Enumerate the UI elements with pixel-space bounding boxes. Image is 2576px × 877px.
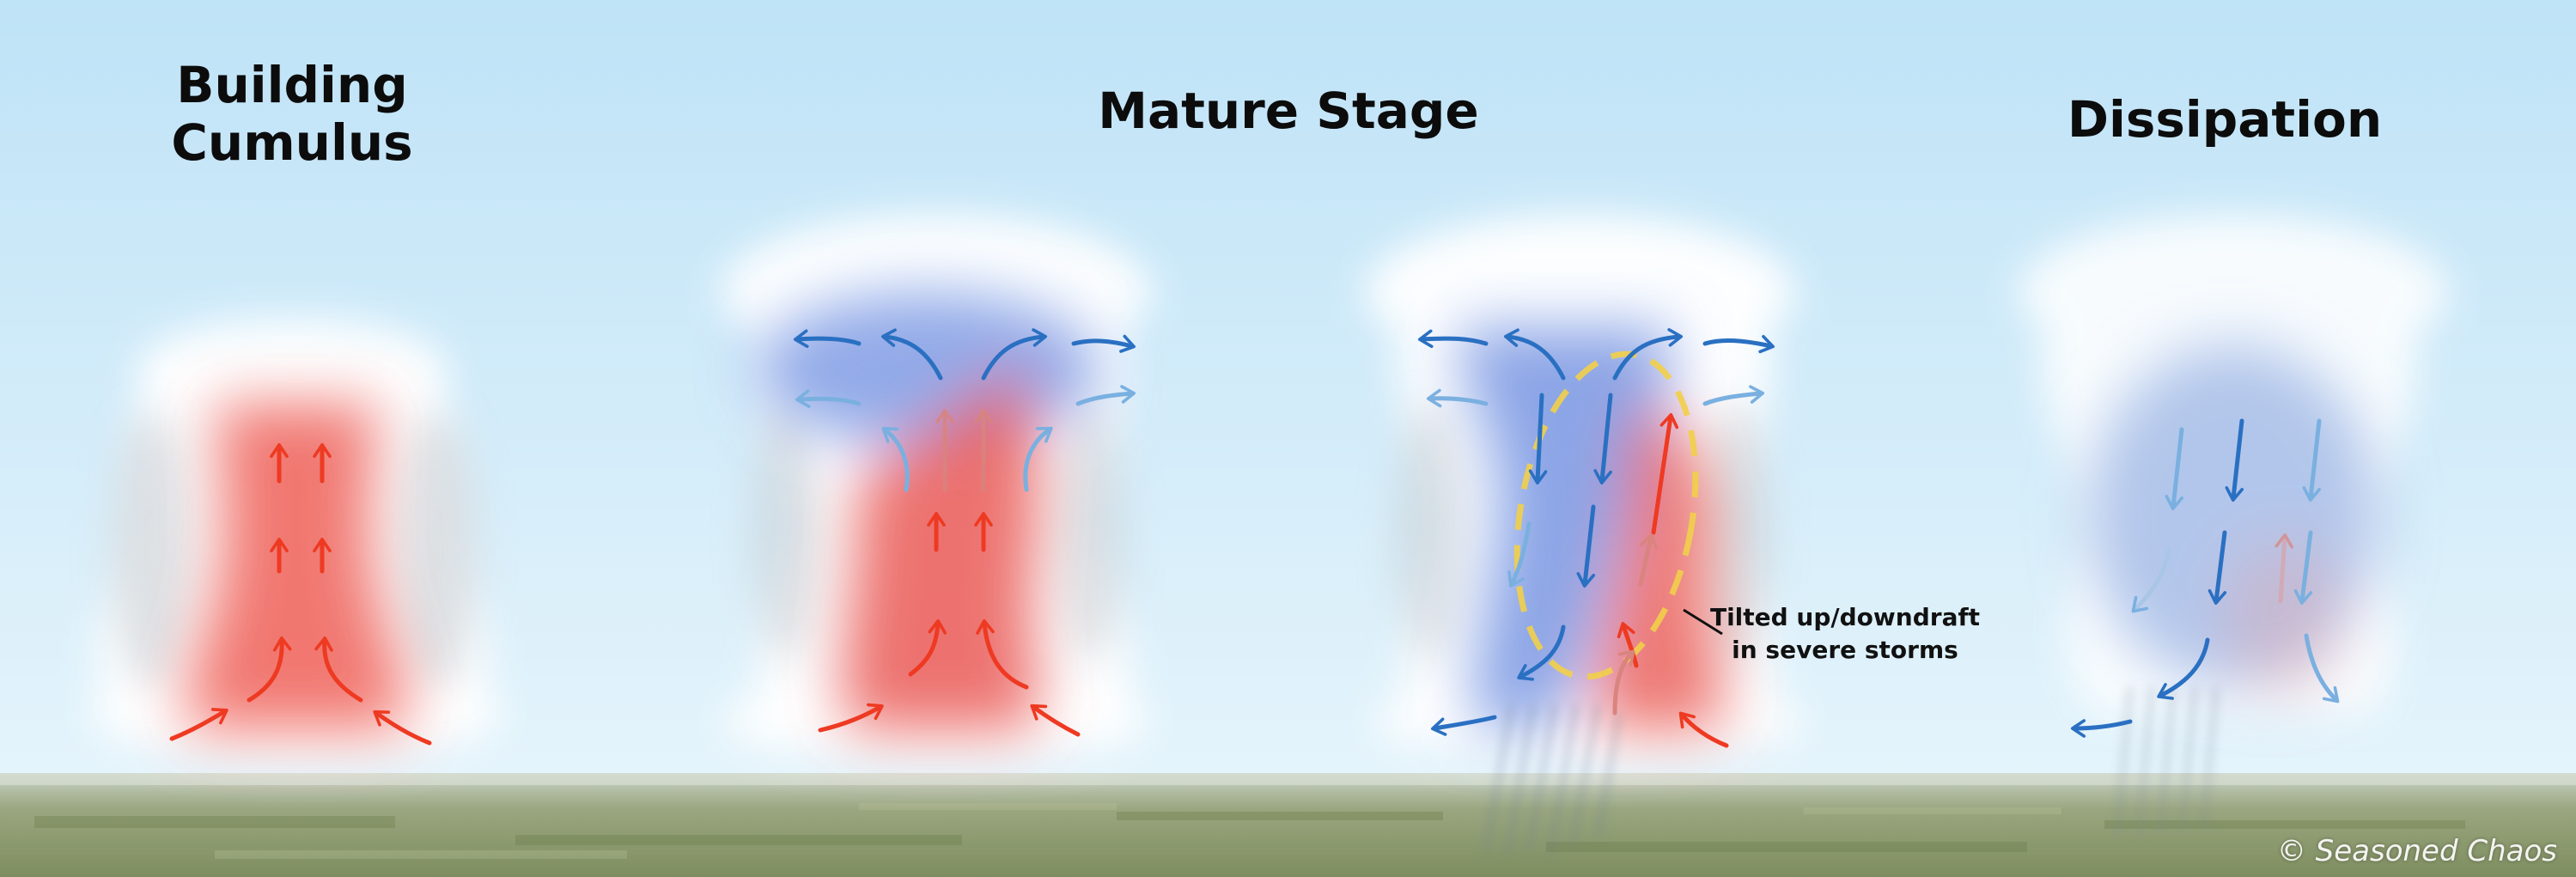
downdraft-core [756,292,1099,447]
updraft-arrow-icon [2275,533,2294,604]
updraft-arrow-icon [1651,412,1679,535]
rain-shaft-icon [2116,686,2218,838]
updraft-core [1595,404,1724,730]
tilt-annotation-line-2: in severe storms [1732,635,1958,664]
downdraft-arrow-icon [1071,334,1136,353]
updraft-arrow-icon [1678,711,1729,748]
downdraft-arrow-icon [981,328,1048,381]
updraft-arrow-icon [818,703,884,733]
title-mature-stage: Mature Stage [1098,82,1479,140]
downdraft-arrow-icon [2293,530,2313,606]
updraft-arrow-icon [169,708,228,741]
tilt-annotation-line-1: Tilted up/downdraft [1709,603,1981,631]
annotation-leader [1683,608,1723,636]
downdraft-arrow-icon [2225,418,2244,502]
downdraft-arrow-icon [1503,328,1566,381]
updraft-arrow-icon [908,618,947,677]
updraft-arrow-icon [976,618,1029,690]
updraft-core [843,369,1038,730]
title-building-line-1: Building [176,56,408,114]
downdraft-arrow-icon [793,329,862,349]
cloud-dissipation [2019,215,2448,838]
updraft-arrow-icon [314,636,363,703]
downdraft-arrow-icon [1517,624,1566,681]
downdraft-arrow-icon [2304,633,2340,703]
downdraft-arrow-icon [1576,504,1596,588]
downdraft-arrow-icon [2131,547,2171,613]
downdraft-arrow-icon [1507,521,1532,588]
downdraft-arrow-icon [2157,637,2210,700]
downdraft-arrow-icon [1426,388,1489,408]
downdraft-arrow-icon [2070,719,2133,738]
outflow-arrows [793,328,1136,492]
title-building-line-2: Cumulus [171,113,413,172]
credit-watermark: © Seasoned Chaos [2276,834,2557,868]
cloud-mature-tilted [1366,215,1804,856]
downdraft-arrow-icon [2208,530,2227,606]
downdraft-arrow-icon [1417,329,1489,349]
downdraft-arrows [2070,418,2340,738]
title-dissipation: Dissipation [2067,90,2383,149]
updraft-arrows [1612,412,1729,748]
downdraft-arrow-icon [1075,385,1136,406]
downdraft-arrows [1417,328,1775,736]
downdraft-arrow-icon [1430,715,1497,736]
downdraft-arrow-icon [1593,393,1613,485]
updraft-arrows [169,442,432,746]
tilt-annotation: Tilted up/downdraft in severe storms [1699,601,1991,667]
cloud-mature-stage [722,215,1151,760]
cloud-building-cumulus [90,318,502,760]
title-building-cumulus: Building Cumulus [137,57,447,171]
updraft-arrow-icon [1638,533,1659,587]
downdraft-arrow-icon [880,328,943,381]
downdraft-arrow-icon [1702,385,1765,406]
updraft-core [186,404,407,730]
ground [0,773,2576,877]
downdraft-arrow-icon [795,389,862,409]
downdraft-arrow-icon [2165,427,2184,511]
updraft-arrow-icon [1617,622,1639,668]
updraft-arrows [818,511,1081,737]
updraft-arrow-icon [373,710,432,746]
updraft-arrow-icon [247,636,292,703]
downdraft-arrow-icon [1702,335,1775,354]
downdraft-arrow-icon [1528,393,1548,485]
downdraft-arrow-icon [1612,328,1684,381]
downdraft-arrow-icon [2302,418,2322,502]
updraft-arrow-icon [1030,703,1081,737]
updraft-arrow-icon [1612,649,1635,716]
downdraft-core [1459,326,1671,730]
downdraft-arrow-icon [1023,426,1053,492]
downdraft-arrow-icon [881,426,910,492]
rain-shaft-icon [1484,703,1621,856]
